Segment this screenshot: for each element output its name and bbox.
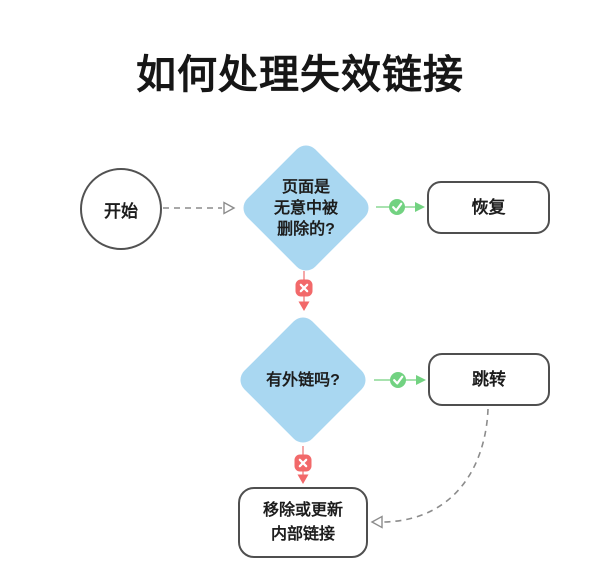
x-glyph — [298, 458, 308, 468]
solid-arrowhead-icon — [415, 202, 425, 212]
no-x-icon — [295, 279, 313, 297]
page-title: 如何处理失效链接 — [136, 53, 464, 97]
start-node-label: 开始 — [104, 201, 138, 221]
restore-node-label: 恢复 — [471, 198, 506, 217]
decision-external-label: 有外链吗? — [266, 371, 340, 389]
yes-check-icon — [389, 199, 405, 215]
solid-arrowhead-icon — [416, 375, 426, 385]
solid-arrowhead-icon — [298, 301, 310, 311]
no-x-icon — [294, 454, 312, 472]
decision-deleted-label: 页面是 无意中被 删除的? — [273, 178, 338, 238]
start-node: 开始 — [80, 168, 162, 250]
redirect-node-label: 跳转 — [472, 370, 506, 389]
yes-check-icon — [390, 372, 406, 388]
restore-node: 恢复 — [427, 181, 550, 234]
x-glyph — [299, 283, 309, 293]
check-glyph — [392, 202, 403, 212]
open-arrowhead-icon — [370, 515, 383, 529]
redirect-node: 跳转 — [428, 353, 550, 406]
edge-redirect-to-update — [383, 408, 489, 523]
solid-arrowhead-icon — [297, 474, 309, 484]
open-arrowhead-icon — [223, 201, 236, 215]
check-glyph — [393, 375, 404, 385]
update-links-node: 移除或更新 内部链接 — [238, 487, 368, 558]
